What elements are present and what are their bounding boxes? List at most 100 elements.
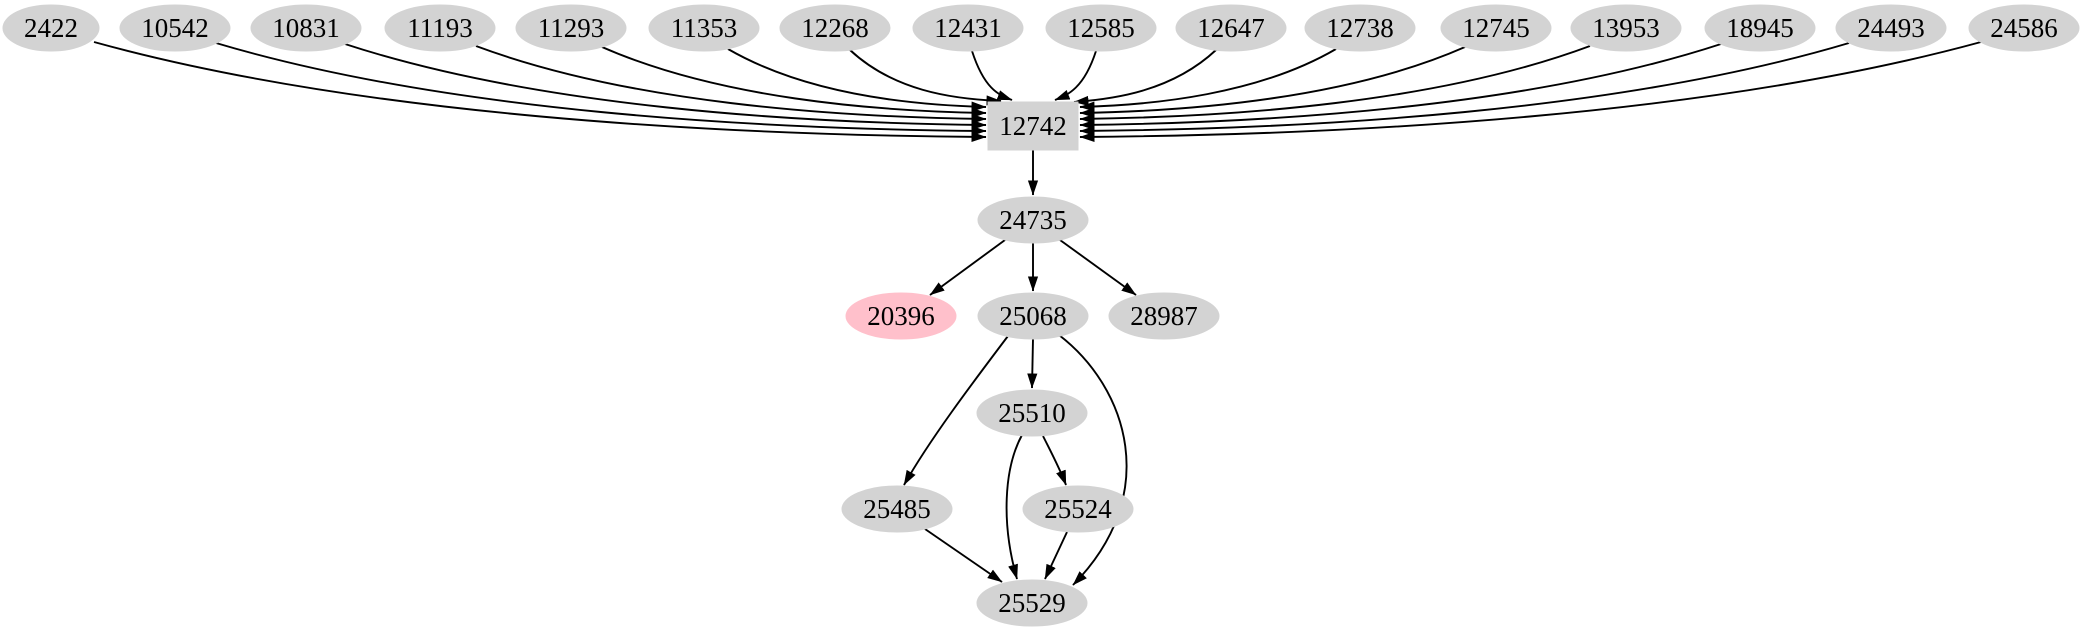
- node-ellipse-shape: [912, 4, 1024, 52]
- node-10831: 10831: [250, 4, 362, 52]
- node-ellipse-shape: [976, 389, 1088, 437]
- node-25529: 25529: [976, 579, 1088, 627]
- node-10542: 10542: [119, 4, 231, 52]
- node-ellipse-shape: [1835, 4, 1947, 52]
- edge-12647-12742: [1073, 49, 1217, 107]
- node-11353: 11353: [648, 4, 760, 52]
- edge-12585-12742: [1054, 50, 1097, 101]
- edge-10542-12742: [215, 42, 987, 136]
- node-2422: 2422: [2, 4, 100, 52]
- edge-12268-12742: [849, 49, 1002, 106]
- node-ellipse-shape: [250, 4, 362, 52]
- edge-13953-12742: [1079, 45, 1591, 124]
- node-label: 12268: [801, 13, 869, 43]
- node-box-shape: [987, 101, 1079, 151]
- node-25524: 25524: [1022, 485, 1134, 533]
- node-label: 11353: [671, 13, 738, 43]
- node-label: 12738: [1326, 13, 1394, 43]
- edge-12745-12742: [1079, 46, 1466, 118]
- node-label: 13953: [1592, 13, 1660, 43]
- edge-24586-12742: [1079, 41, 1982, 142]
- node-label: 24493: [1857, 13, 1925, 43]
- node-12738: 12738: [1304, 4, 1416, 52]
- node-24493: 24493: [1835, 4, 1947, 52]
- edge-25068-25510: [1027, 338, 1038, 389]
- node-11193: 11193: [384, 4, 496, 52]
- node-label: 2422: [24, 13, 78, 43]
- node-12268: 12268: [779, 4, 891, 52]
- edge-25068-25485: [903, 335, 1009, 486]
- node-ellipse-shape: [1440, 4, 1552, 52]
- node-ellipse-shape: [1968, 4, 2080, 52]
- node-ellipse-shape: [515, 4, 627, 52]
- node-ellipse-shape: [1304, 4, 1416, 52]
- node-ellipse-shape: [977, 292, 1089, 340]
- node-12742: 12742: [987, 101, 1079, 151]
- node-ellipse-shape: [1108, 292, 1220, 340]
- node-label: 24586: [1990, 13, 2058, 43]
- node-label: 12647: [1197, 13, 1265, 43]
- node-ellipse-shape: [1175, 4, 1287, 52]
- node-label: 18945: [1726, 13, 1794, 43]
- node-11293: 11293: [515, 4, 627, 52]
- node-label: 25510: [998, 398, 1066, 428]
- edge-12431-12742: [971, 50, 1013, 101]
- edge-12738-12742: [1079, 48, 1337, 112]
- edges-layer: [93, 41, 1982, 586]
- edge-10831-12742: [344, 43, 987, 130]
- edge-11193-12742: [475, 45, 987, 124]
- node-ellipse-shape: [779, 4, 891, 52]
- node-28987: 28987: [1108, 292, 1220, 340]
- node-24735: 24735: [977, 196, 1089, 244]
- node-ellipse-shape: [1570, 4, 1682, 52]
- node-label: 25524: [1044, 494, 1112, 524]
- edge-25510-25529: [1005, 434, 1023, 580]
- node-24586: 24586: [1968, 4, 2080, 52]
- node-18945: 18945: [1704, 4, 1816, 52]
- node-label: 12585: [1067, 13, 1135, 43]
- edge-25524-25529: [1044, 531, 1068, 580]
- node-ellipse-shape: [845, 292, 957, 340]
- node-ellipse-shape: [977, 196, 1089, 244]
- node-label: 11293: [538, 13, 605, 43]
- edge-24493-12742: [1079, 42, 1850, 136]
- edge-25485-25529: [924, 528, 1003, 583]
- node-ellipse-shape: [119, 4, 231, 52]
- node-label: 24735: [999, 205, 1067, 235]
- node-25068: 25068: [977, 292, 1089, 340]
- node-label: 10831: [272, 13, 340, 43]
- node-label: 12742: [999, 111, 1067, 141]
- node-label: 12745: [1462, 13, 1530, 43]
- edge-25510-25524: [1042, 435, 1067, 486]
- nodes-layer: 2422 10542 10831 11193 11293 11353 12268 12431 1…: [2, 4, 2080, 627]
- node-ellipse-shape: [1045, 4, 1157, 52]
- edge-11293-12742: [601, 46, 987, 118]
- node-ellipse-shape: [648, 4, 760, 52]
- node-ellipse-shape: [841, 485, 953, 533]
- edge-18945-12742: [1079, 43, 1722, 130]
- node-12585: 12585: [1045, 4, 1157, 52]
- edge-2422-12742: [93, 41, 987, 142]
- node-12431: 12431: [912, 4, 1024, 52]
- node-label: 10542: [141, 13, 209, 43]
- node-label: 25068: [999, 301, 1067, 331]
- node-12745: 12745: [1440, 4, 1552, 52]
- node-ellipse-shape: [1022, 485, 1134, 533]
- node-ellipse-shape: [1704, 4, 1816, 52]
- node-label: 20396: [867, 301, 935, 331]
- edge-25068-25529: [1058, 334, 1128, 586]
- node-label: 25485: [863, 494, 931, 524]
- edge-11353-12742: [727, 48, 987, 112]
- node-13953: 13953: [1570, 4, 1682, 52]
- node-20396: 20396: [845, 292, 957, 340]
- node-ellipse-shape: [976, 579, 1088, 627]
- node-25485: 25485: [841, 485, 953, 533]
- node-12647: 12647: [1175, 4, 1287, 52]
- node-label: 25529: [998, 588, 1066, 618]
- node-ellipse-shape: [384, 4, 496, 52]
- node-label: 11193: [407, 13, 473, 43]
- edge-24735-20396: [929, 239, 1006, 296]
- node-25510: 25510: [976, 389, 1088, 437]
